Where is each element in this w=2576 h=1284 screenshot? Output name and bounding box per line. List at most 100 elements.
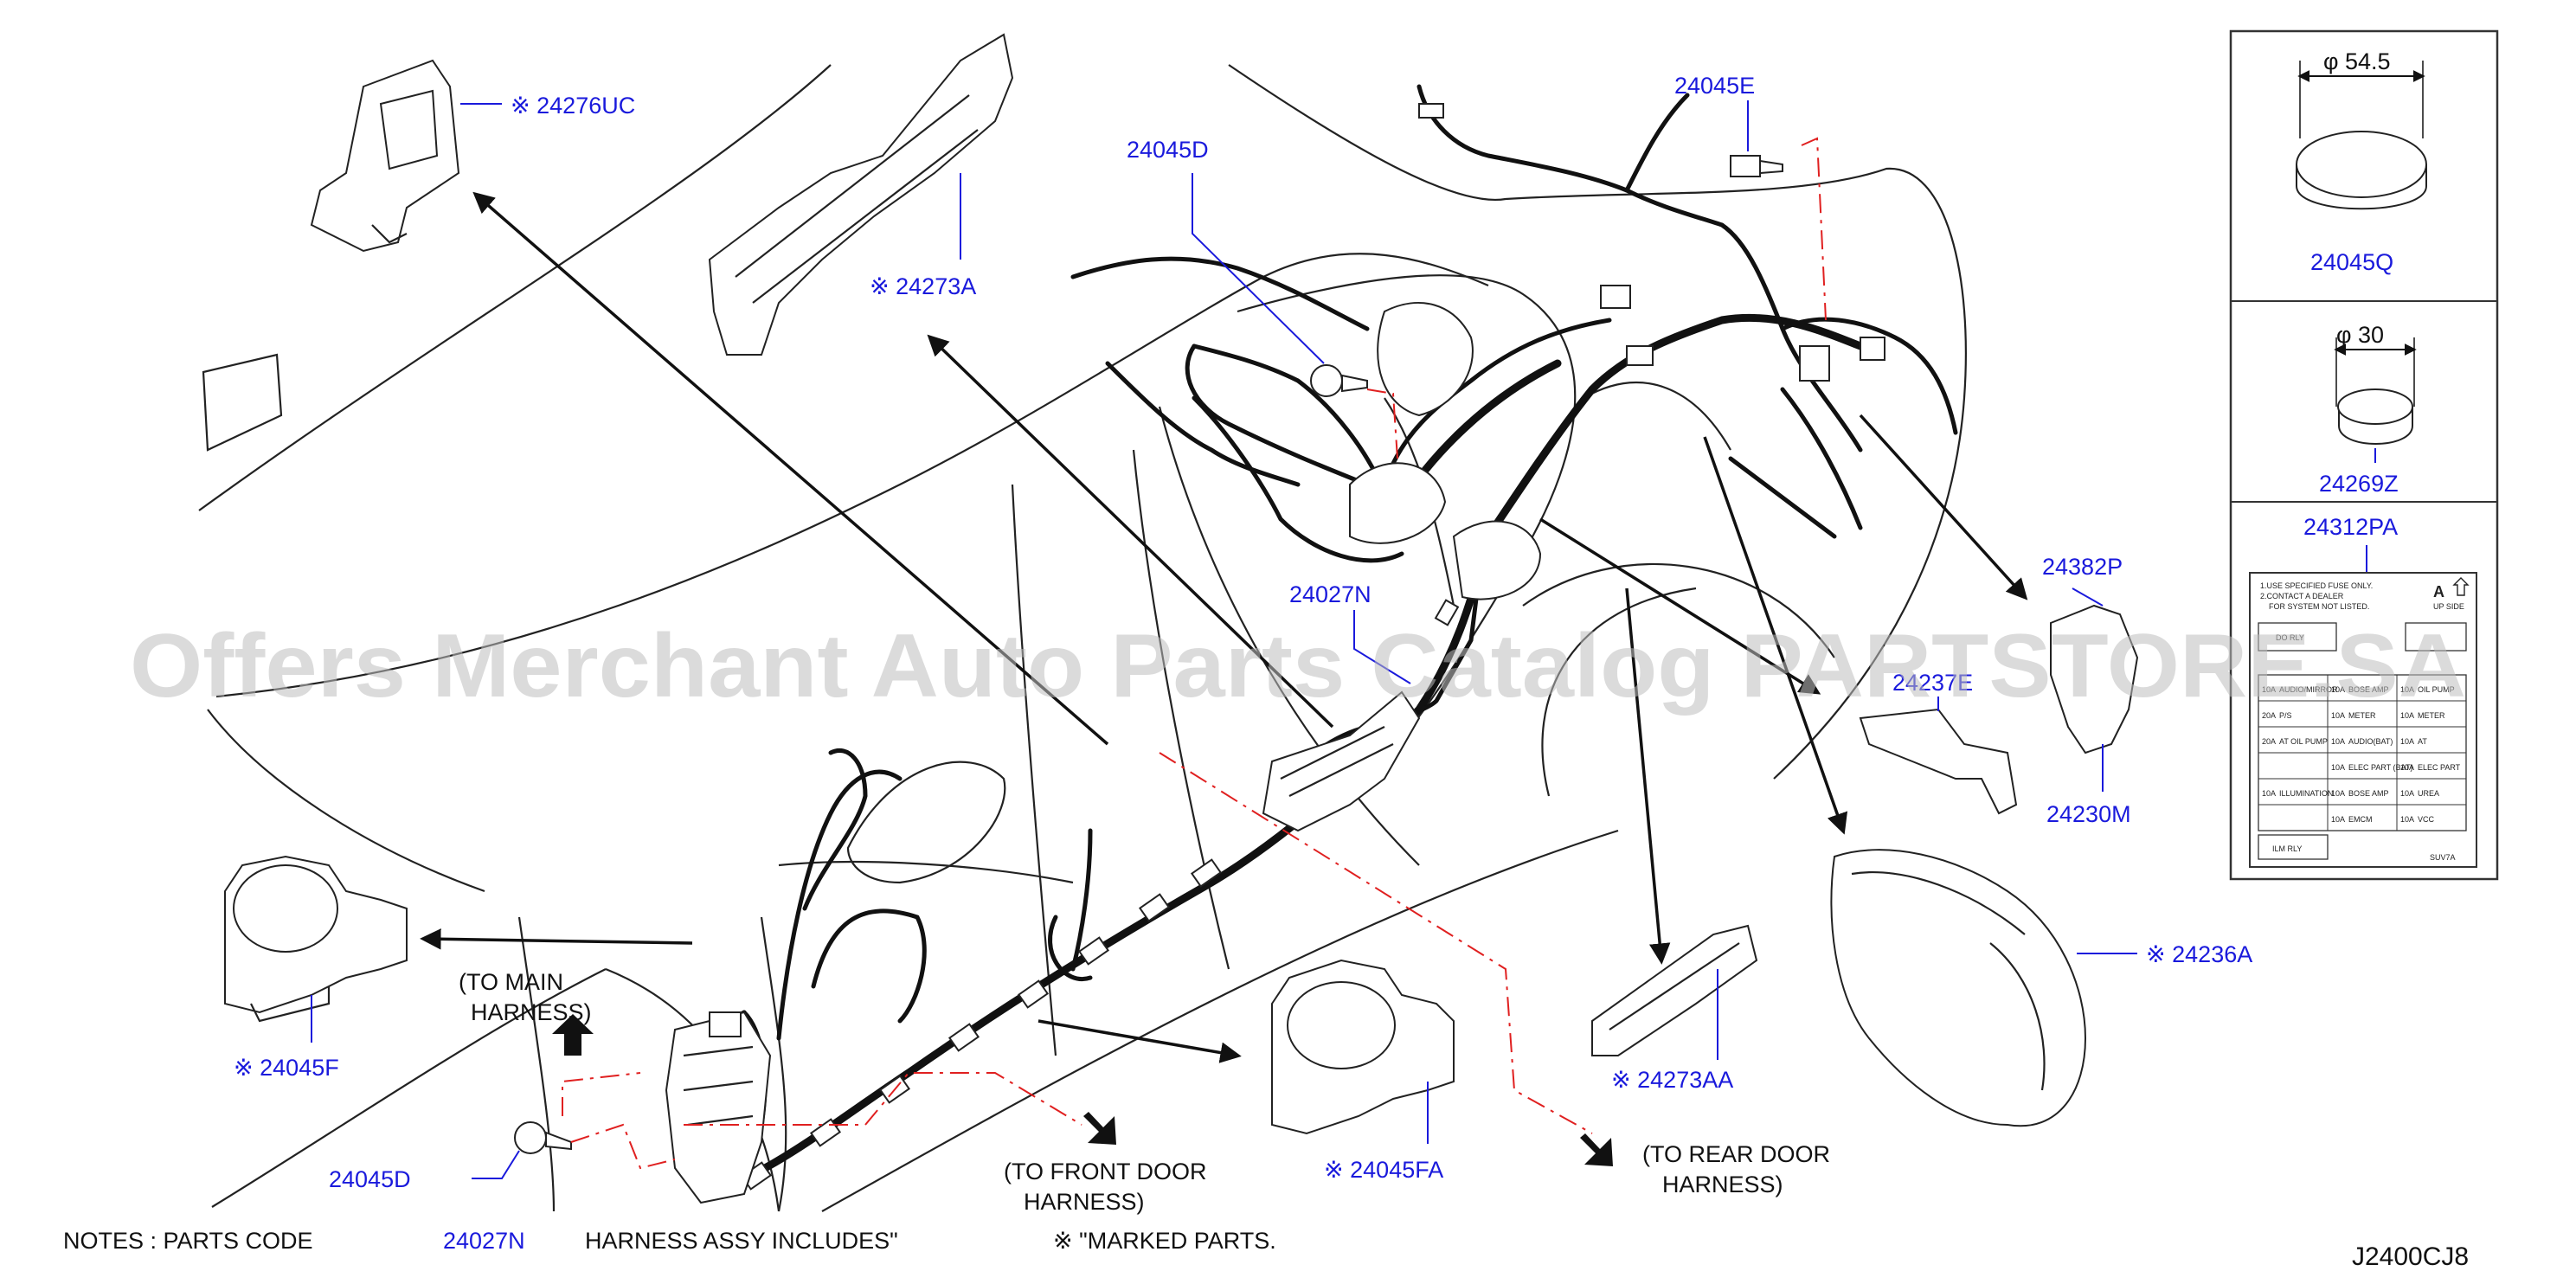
callout-24045Q[interactable]: 24045Q: [2310, 249, 2393, 275]
callout-24045D-bottom[interactable]: 24045D: [329, 1166, 411, 1192]
callout-24027N[interactable]: 24027N: [1289, 581, 1372, 607]
fuse-cell: 10A: [2400, 763, 2414, 772]
fuse-cell: 10A: [2400, 711, 2414, 720]
bracket-24276UC: [310, 59, 460, 253]
notes: NOTES : PARTS CODE 24027N HARNESS ASSY I…: [63, 1228, 1276, 1254]
fuse-cell: 20A: [2262, 711, 2276, 720]
fuse-cell: BOSE AMP: [2348, 685, 2389, 694]
direction-line-1: (TO REAR DOOR: [1642, 1141, 1830, 1167]
callout-mark: ※: [870, 273, 890, 299]
fuse-cell: ELEC PART (BAT): [2348, 763, 2412, 772]
callout-mark: ※: [511, 93, 530, 119]
callout-mark: ※: [1611, 1067, 1631, 1093]
notes-suffix: ※ "MARKED PARTS.: [1053, 1228, 1276, 1254]
callout-mark: ※: [1324, 1157, 1344, 1183]
bolt-24045E: [1730, 155, 1783, 177]
direction-front-door: (TO FRONT DOOR HARNESS): [1004, 1159, 1207, 1215]
bracket-24230M: [2050, 604, 2139, 754]
callout-24230M[interactable]: 24230M: [2046, 801, 2131, 827]
fuse-cell: AT: [2418, 737, 2427, 746]
fuse-cell: 10A: [2331, 711, 2345, 720]
callout-code: 24045FA: [1350, 1157, 1443, 1183]
callout-code: 24236A: [2172, 941, 2252, 967]
callout-24045E[interactable]: 24045E: [1674, 73, 1755, 99]
grommet-24045F: [224, 855, 408, 1023]
callout-24045F[interactable]: ※ 24045F: [234, 1055, 339, 1081]
fuse-cell: EMCM: [2348, 815, 2373, 824]
callout-code: 24273A: [896, 273, 976, 299]
bracket-24273AA: [1591, 924, 1758, 1056]
fuse-cell: 10A: [2262, 685, 2276, 694]
label-letter: A: [2433, 583, 2444, 600]
callout-24269Z[interactable]: 24269Z: [2319, 471, 2399, 497]
notes-middle: HARNESS ASSY INCLUDES": [585, 1228, 898, 1254]
callout-code: 24276UC: [536, 93, 635, 119]
fuse-cell: 10A: [2331, 763, 2345, 772]
connector-cluster-main: [665, 1011, 772, 1204]
label-footer: SUV7A: [2430, 853, 2456, 862]
callout-24273AA[interactable]: ※ 24273AA: [1611, 1067, 1733, 1093]
up-arrow-icon: [2452, 577, 2470, 596]
fuse-cell: AUDIO(BAT): [2348, 737, 2393, 746]
fuse-cell: 10A: [2400, 789, 2414, 798]
bracket-24273A: [708, 33, 1014, 356]
callout-code: 24273AA: [1637, 1067, 1733, 1093]
notes-code[interactable]: 24027N: [443, 1228, 525, 1254]
callout-24045FA[interactable]: ※ 24045FA: [1324, 1157, 1443, 1183]
bolt-24045D-bottom: [514, 1121, 572, 1154]
side-panel: φ 54.5 24045Q φ 30 24269Z 24312PA 1.USE …: [2229, 29, 2499, 881]
direction-line-2: HARNESS): [1662, 1172, 1783, 1197]
fuse-cell: METER: [2348, 711, 2376, 720]
direction-rear-door: (TO REAR DOOR HARNESS): [1642, 1141, 1830, 1197]
car-body-outline: [198, 64, 1967, 1212]
fuse-cell: 20A: [2262, 737, 2276, 746]
fuse-cell: P/S: [2279, 711, 2292, 720]
fuse-cell: 10A: [2262, 789, 2276, 798]
leader-arrows: [420, 191, 2028, 1166]
dash-panel-mesh: [1262, 690, 1421, 832]
fuse-cell: 10A: [2400, 685, 2414, 694]
indicator-dash-lines: [562, 137, 1827, 1170]
bracket-24237E: [1859, 708, 2018, 815]
callout-lines: [311, 100, 2137, 1179]
callout-24045D-top[interactable]: 24045D: [1127, 137, 1209, 163]
direction-line-2: HARNESS): [471, 999, 592, 1025]
direction-line-2: HARNESS): [1024, 1189, 1145, 1215]
callout-24236A[interactable]: ※ 24236A: [2146, 941, 2252, 967]
notes-prefix: NOTES : PARTS CODE: [63, 1228, 313, 1254]
fuse-junction-box: [1349, 302, 1542, 600]
direction-main-harness: (TO MAIN HARNESS): [459, 969, 592, 1025]
callout-24312PA[interactable]: 24312PA: [2303, 514, 2398, 540]
fuse-cell: 10A: [2331, 685, 2345, 694]
fuse-cell: METER: [2418, 711, 2445, 720]
callout-24237E[interactable]: 24237E: [1892, 670, 1973, 696]
callout-24382P[interactable]: 24382P: [2042, 554, 2123, 580]
callout-24273A[interactable]: ※ 24273A: [870, 273, 976, 299]
fuse-cell: BOSE AMP: [2348, 789, 2389, 798]
callout-mark: ※: [234, 1055, 254, 1081]
direction-line-1: (TO MAIN: [459, 969, 563, 995]
fuse-cell: AUDIO/MIRROR: [2279, 685, 2338, 694]
plug-24269Z: φ 30 24269Z: [2319, 322, 2417, 497]
fuse-cell: 10A: [2400, 737, 2414, 746]
fuse-cell: ILLUMINATION: [2279, 789, 2333, 798]
dimension-label: φ 30: [2336, 322, 2384, 348]
fuse-cell: UREA: [2418, 789, 2439, 798]
cover-24236A: [1830, 849, 2087, 1127]
callout-code: 24045F: [260, 1055, 339, 1081]
bolt-24045D-top: [1310, 364, 1368, 397]
up-side-label: UP SIDE: [2433, 602, 2464, 611]
instruction-1: 1.USE SPECIFIED FUSE ONLY.: [2260, 581, 2373, 590]
diagram-code: J2400CJ8: [2352, 1242, 2469, 1271]
instruction-2: 2.CONTACT A DEALER: [2260, 592, 2344, 600]
callout-24276UC[interactable]: ※ 24276UC: [511, 93, 635, 119]
dimension-label: φ 54.5: [2323, 48, 2391, 74]
fuse-cell: 10A: [2331, 815, 2345, 824]
watermark: Offers Merchant Auto Parts Catalog PARTS…: [130, 616, 2466, 716]
relay-top-label: DO RLY: [2276, 633, 2304, 642]
relay-bottom-label: ILM RLY: [2272, 844, 2302, 853]
fuse-cell: 10A: [2331, 789, 2345, 798]
plug-24045Q: φ 54.5 24045Q: [2296, 48, 2427, 275]
